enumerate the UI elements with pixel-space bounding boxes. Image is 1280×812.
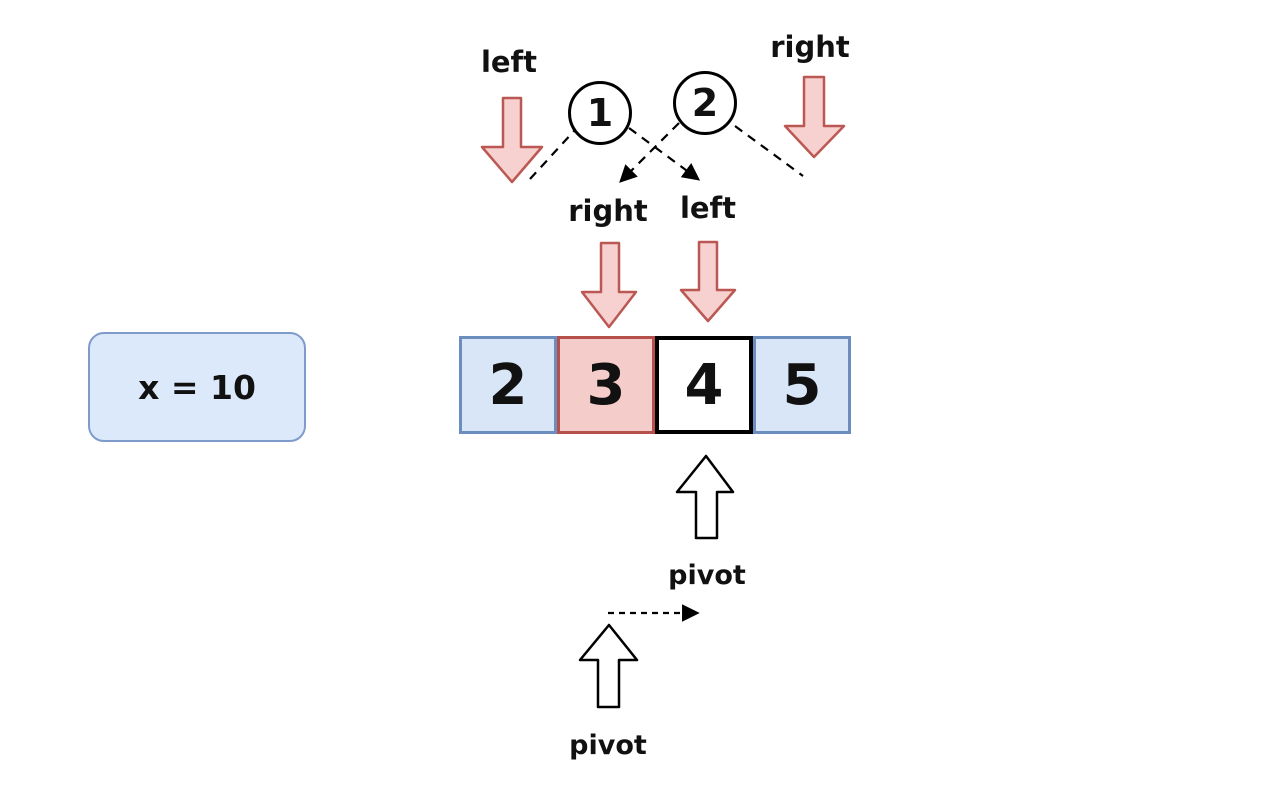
left-pointer-label-result: left <box>679 191 737 225</box>
pivot-up-arrow-icon <box>675 454 735 540</box>
new-left-pointer-down-arrow-icon <box>679 240 737 323</box>
dashed-arrow-circle2-to-right <box>619 122 680 183</box>
array-cell-2: 4 <box>655 336 753 434</box>
pivot-label-previous: pivot <box>569 730 647 761</box>
pivot-label-current: pivot <box>668 560 746 591</box>
step-circle-2: 2 <box>673 71 737 135</box>
dashed-line-left-to-circle1 <box>529 130 575 180</box>
array-cell-3: 5 <box>753 336 851 434</box>
array-cell-1: 3 <box>557 336 655 434</box>
step-circle-2-number: 2 <box>691 81 719 125</box>
array-cell-0-value: 2 <box>488 352 528 418</box>
variable-box-text: x = 10 <box>138 367 256 407</box>
left-pointer-label-top: left <box>480 45 538 79</box>
step-circle-1-number: 1 <box>586 91 614 135</box>
right-pointer-label-result: right <box>568 194 648 228</box>
dashed-line-circle2-to-right <box>734 125 804 177</box>
array: 2 3 4 5 <box>459 336 851 434</box>
array-cell-1-value: 3 <box>586 352 626 418</box>
array-cell-3-value: 5 <box>782 352 822 418</box>
array-cell-2-value: 4 <box>684 352 724 418</box>
array-cell-0: 2 <box>459 336 557 434</box>
previous-pivot-up-arrow-icon <box>578 623 639 709</box>
right-pointer-label-top: right <box>770 30 850 64</box>
variable-box: x = 10 <box>88 332 306 442</box>
left-pointer-down-arrow-icon <box>480 96 544 184</box>
step-circle-1: 1 <box>568 81 632 145</box>
right-pointer-down-arrow-icon <box>783 75 846 159</box>
dashed-arrow-circle1-to-left <box>628 127 701 181</box>
new-right-pointer-down-arrow-icon <box>580 241 638 329</box>
